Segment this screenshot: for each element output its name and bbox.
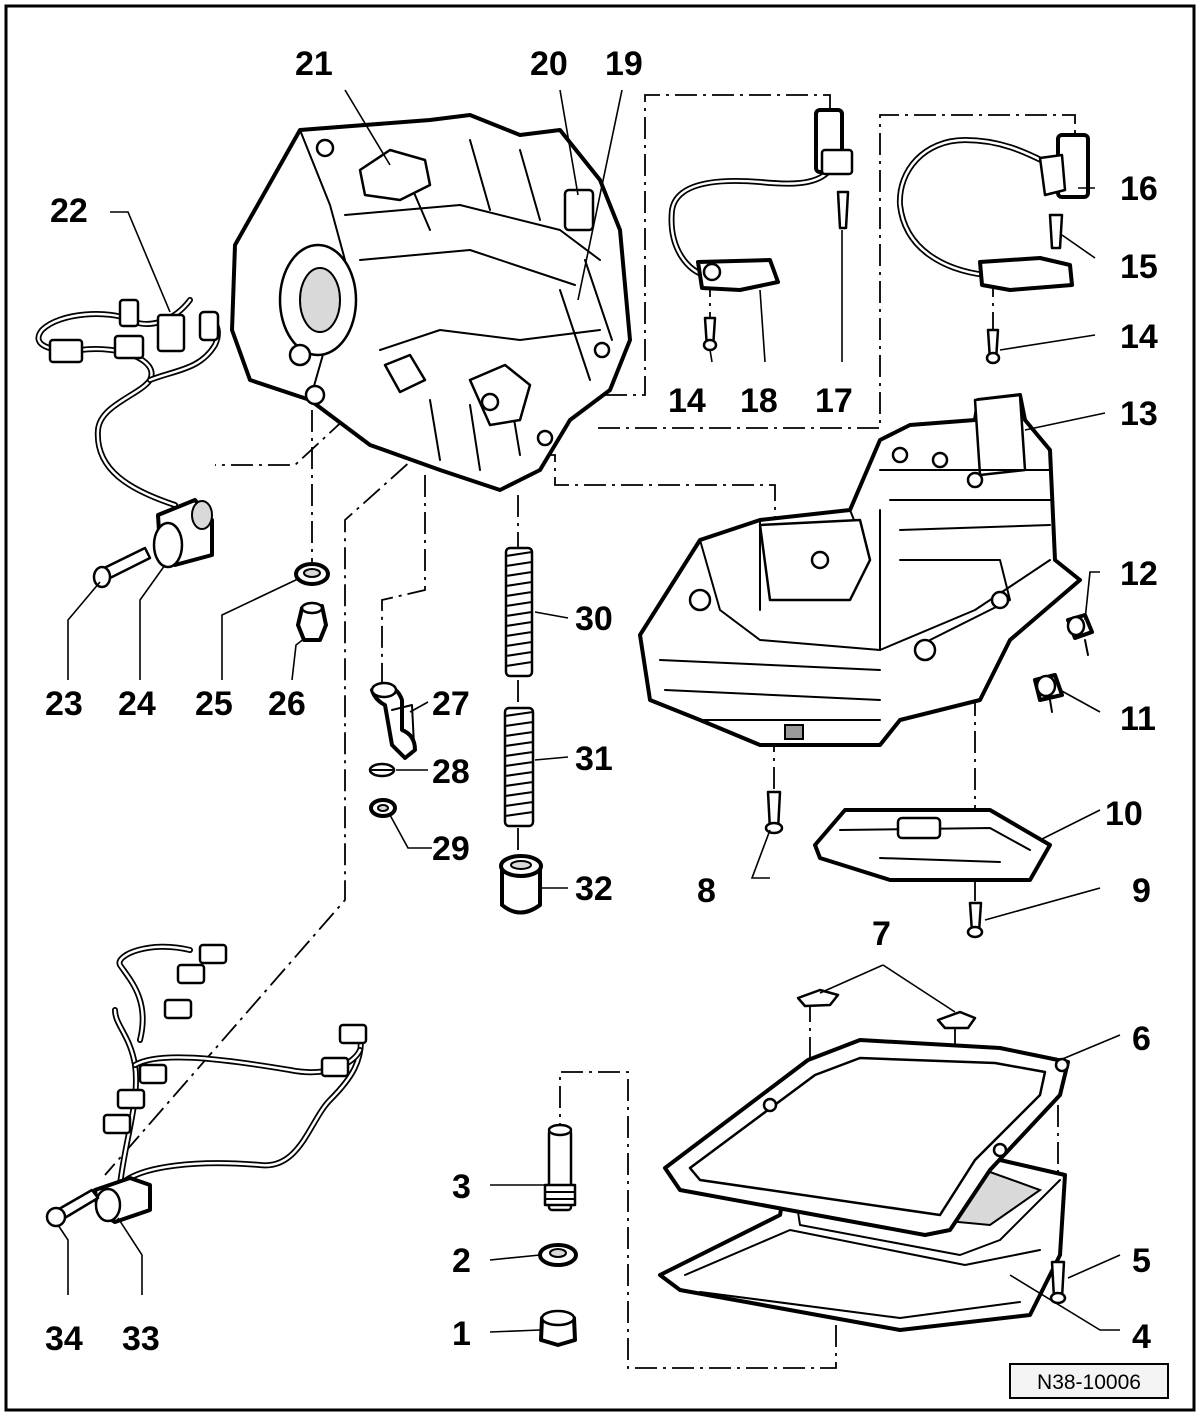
callout-26: 26 [268,685,306,723]
callout-16: 16 [1120,170,1158,208]
callout-29: 29 [432,830,470,868]
seal-2 [538,1243,578,1267]
callout-20: 20 [530,45,568,83]
figure-reference-text: N38-10006 [1037,1371,1141,1394]
sensor-16 [896,133,1090,365]
leader-lines [57,89,1121,1333]
callout-9: 9 [1132,872,1151,910]
callout-33: 33 [122,1320,160,1358]
callout-25: 25 [195,685,233,723]
drain-plug-1 [539,1309,577,1347]
callout-31: 31 [575,740,613,778]
callout-12: 12 [1120,555,1158,593]
harness-33 [102,943,368,1188]
callout-7: 7 [872,915,891,953]
callout-19: 19 [605,45,643,83]
callout-3: 3 [452,1168,471,1206]
callout-10: 10 [1105,795,1143,833]
piston-32 [499,854,543,915]
callout-23: 23 [45,685,83,723]
o-ring-25 [294,562,330,586]
callout-1: 1 [452,1315,471,1353]
sensor-17-18 [668,108,854,352]
callout-4: 4 [1132,1318,1151,1356]
bolt-34 [45,1188,100,1228]
callout-2: 2 [452,1242,471,1280]
callout-27: 27 [432,685,470,723]
callout-14a: 14 [668,382,706,420]
callout-18: 18 [740,382,778,420]
callout-6: 6 [1132,1020,1151,1058]
callout-13: 13 [1120,395,1158,433]
solenoid-11 [1033,673,1064,713]
ring-28 [368,762,396,778]
bolt-5 [1049,1260,1067,1305]
valve-body-13 [638,393,1082,747]
callout-11: 11 [1120,700,1156,738]
diagram-border [4,4,1196,1412]
bolt-23 [92,546,152,589]
callout-14b: 14 [1120,318,1158,356]
callout-22: 22 [50,192,88,230]
callout-5: 5 [1132,1242,1151,1280]
o-ring-29 [369,798,397,818]
transmission-housing [230,113,632,492]
callout-15: 15 [1120,248,1158,286]
pipe-3 [543,1123,577,1212]
callout-32: 32 [575,870,613,908]
sensor-33 [93,1176,152,1224]
spring-30 [504,546,534,678]
pipe-27 [370,681,417,760]
plug-26 [296,601,328,642]
callout-28: 28 [432,753,470,791]
callout-30: 30 [575,600,613,638]
callout-34: 34 [45,1320,83,1358]
gasket-6 [663,1038,1070,1237]
solenoid-12 [1066,613,1094,656]
bolt-9 [966,901,984,939]
callout-labels: 21 20 19 22 16 15 14 14 18 17 13 12 11 1… [45,45,1158,1358]
callout-17: 17 [815,382,853,420]
spring-31 [503,706,535,828]
sensor-24 [152,498,214,569]
figure-reference: N38-10006 [1009,1363,1169,1399]
bolt-8 [764,790,784,835]
callout-24: 24 [118,685,156,723]
callout-21: 21 [295,45,333,83]
magnets-7 [796,988,977,1030]
callout-8: 8 [697,872,716,910]
harness-22 [35,297,221,508]
filter-10 [813,808,1052,882]
